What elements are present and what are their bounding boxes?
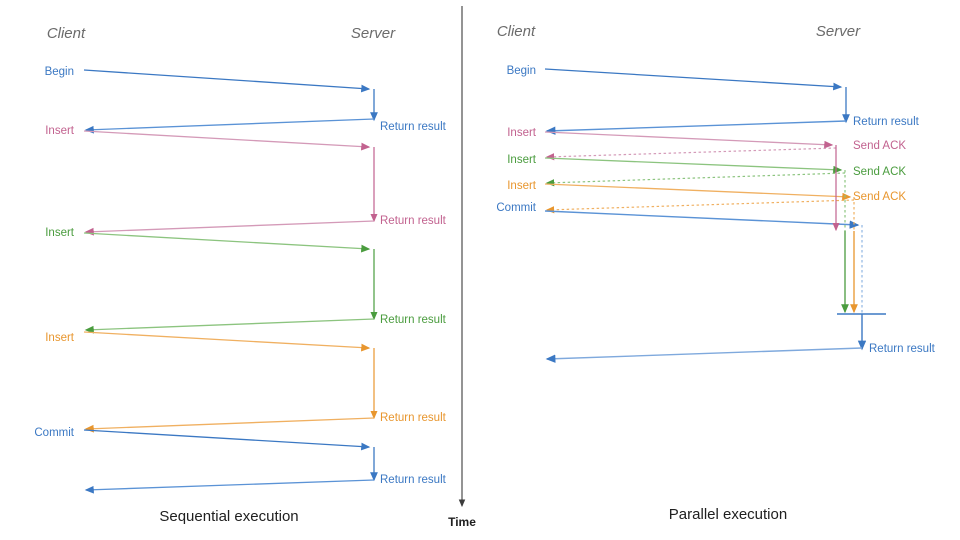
message-arrow xyxy=(544,68,843,91)
message-label: Begin xyxy=(45,66,74,78)
message-insert-1-request[interactable]: Insert xyxy=(507,127,834,149)
message-label: Insert xyxy=(45,125,75,137)
message-commit-return-result[interactable]: Return result xyxy=(84,474,447,494)
message-arrow xyxy=(83,429,371,451)
message-arrow xyxy=(84,220,375,236)
message-arrow xyxy=(84,417,375,433)
panel-parallel: Client Server Begin Return result Insert… xyxy=(496,23,935,523)
client-lifeline-header: Client xyxy=(47,25,86,42)
message-arrow xyxy=(545,147,837,161)
message-insert-2-request[interactable]: Insert xyxy=(45,227,371,253)
message-begin-return-result[interactable]: Return result xyxy=(84,118,447,134)
time-axis-group: Time xyxy=(448,6,476,529)
message-insert-3-return-result[interactable]: Return result xyxy=(84,412,447,433)
message-insert-1-return-result[interactable]: Return result xyxy=(84,215,447,236)
message-label: Commit xyxy=(496,202,536,214)
panel-caption-parallel: Parallel execution xyxy=(669,506,787,523)
message-arrow xyxy=(545,172,846,187)
panel-caption-sequential: Sequential execution xyxy=(159,508,298,525)
message-label: Return result xyxy=(853,116,920,128)
message-arrow xyxy=(84,479,375,494)
message-begin-request[interactable]: Begin xyxy=(45,66,371,93)
message-label: Begin xyxy=(507,65,536,77)
time-axis-label: Time xyxy=(448,515,476,529)
message-insert-3-request[interactable]: Insert xyxy=(45,331,371,352)
message-arrow xyxy=(544,210,860,229)
message-begin-request[interactable]: Begin xyxy=(507,65,843,91)
message-insert-3-request[interactable]: Insert xyxy=(507,180,852,201)
message-commit-return-result[interactable]: Return result xyxy=(545,343,936,363)
message-insert-1-send-ack[interactable]: Send ACK xyxy=(545,140,906,161)
message-label: Insert xyxy=(45,332,75,344)
message-label: Send ACK xyxy=(853,191,906,203)
message-arrow xyxy=(544,183,852,201)
message-label: Insert xyxy=(45,227,75,239)
message-arrow xyxy=(84,118,375,134)
message-label: Return result xyxy=(380,474,447,486)
message-insert-2-send-ack[interactable]: Send ACK xyxy=(545,166,906,187)
message-commit-request[interactable]: Commit xyxy=(34,427,371,451)
server-lifeline-header: Server xyxy=(351,25,396,42)
message-label: Commit xyxy=(34,427,74,439)
message-label: Insert xyxy=(507,154,537,166)
message-label: Return result xyxy=(380,314,447,326)
message-arrow xyxy=(545,120,847,135)
message-label: Return result xyxy=(380,412,447,424)
message-insert-2-return-result[interactable]: Return result xyxy=(84,314,447,334)
message-commit-request[interactable]: Commit xyxy=(496,202,860,229)
message-label: Return result xyxy=(380,121,447,133)
message-label: Return result xyxy=(380,215,447,227)
message-label: Send ACK xyxy=(853,140,906,152)
message-arrow xyxy=(545,347,863,363)
message-arrow xyxy=(83,232,371,253)
message-arrow xyxy=(83,331,371,352)
server-lifeline-header: Server xyxy=(816,23,861,40)
message-label: Return result xyxy=(869,343,936,355)
message-arrow xyxy=(84,318,375,334)
message-insert-2-request[interactable]: Insert xyxy=(507,154,843,174)
message-arrow xyxy=(545,199,855,214)
message-label: Insert xyxy=(507,127,537,139)
message-arrow xyxy=(83,130,371,151)
message-arrow xyxy=(544,157,843,174)
message-label: Send ACK xyxy=(853,166,906,178)
message-insert-1-request[interactable]: Insert xyxy=(45,125,371,151)
panel-sequential: Client Server Begin Return result Insert xyxy=(34,25,446,525)
message-label: Insert xyxy=(507,180,537,192)
message-arrow xyxy=(544,131,834,149)
message-begin-return-result[interactable]: Return result xyxy=(545,116,920,135)
message-arrow xyxy=(83,69,371,93)
message-insert-3-send-ack[interactable]: Send ACK xyxy=(545,191,906,214)
client-lifeline-header: Client xyxy=(497,23,536,40)
